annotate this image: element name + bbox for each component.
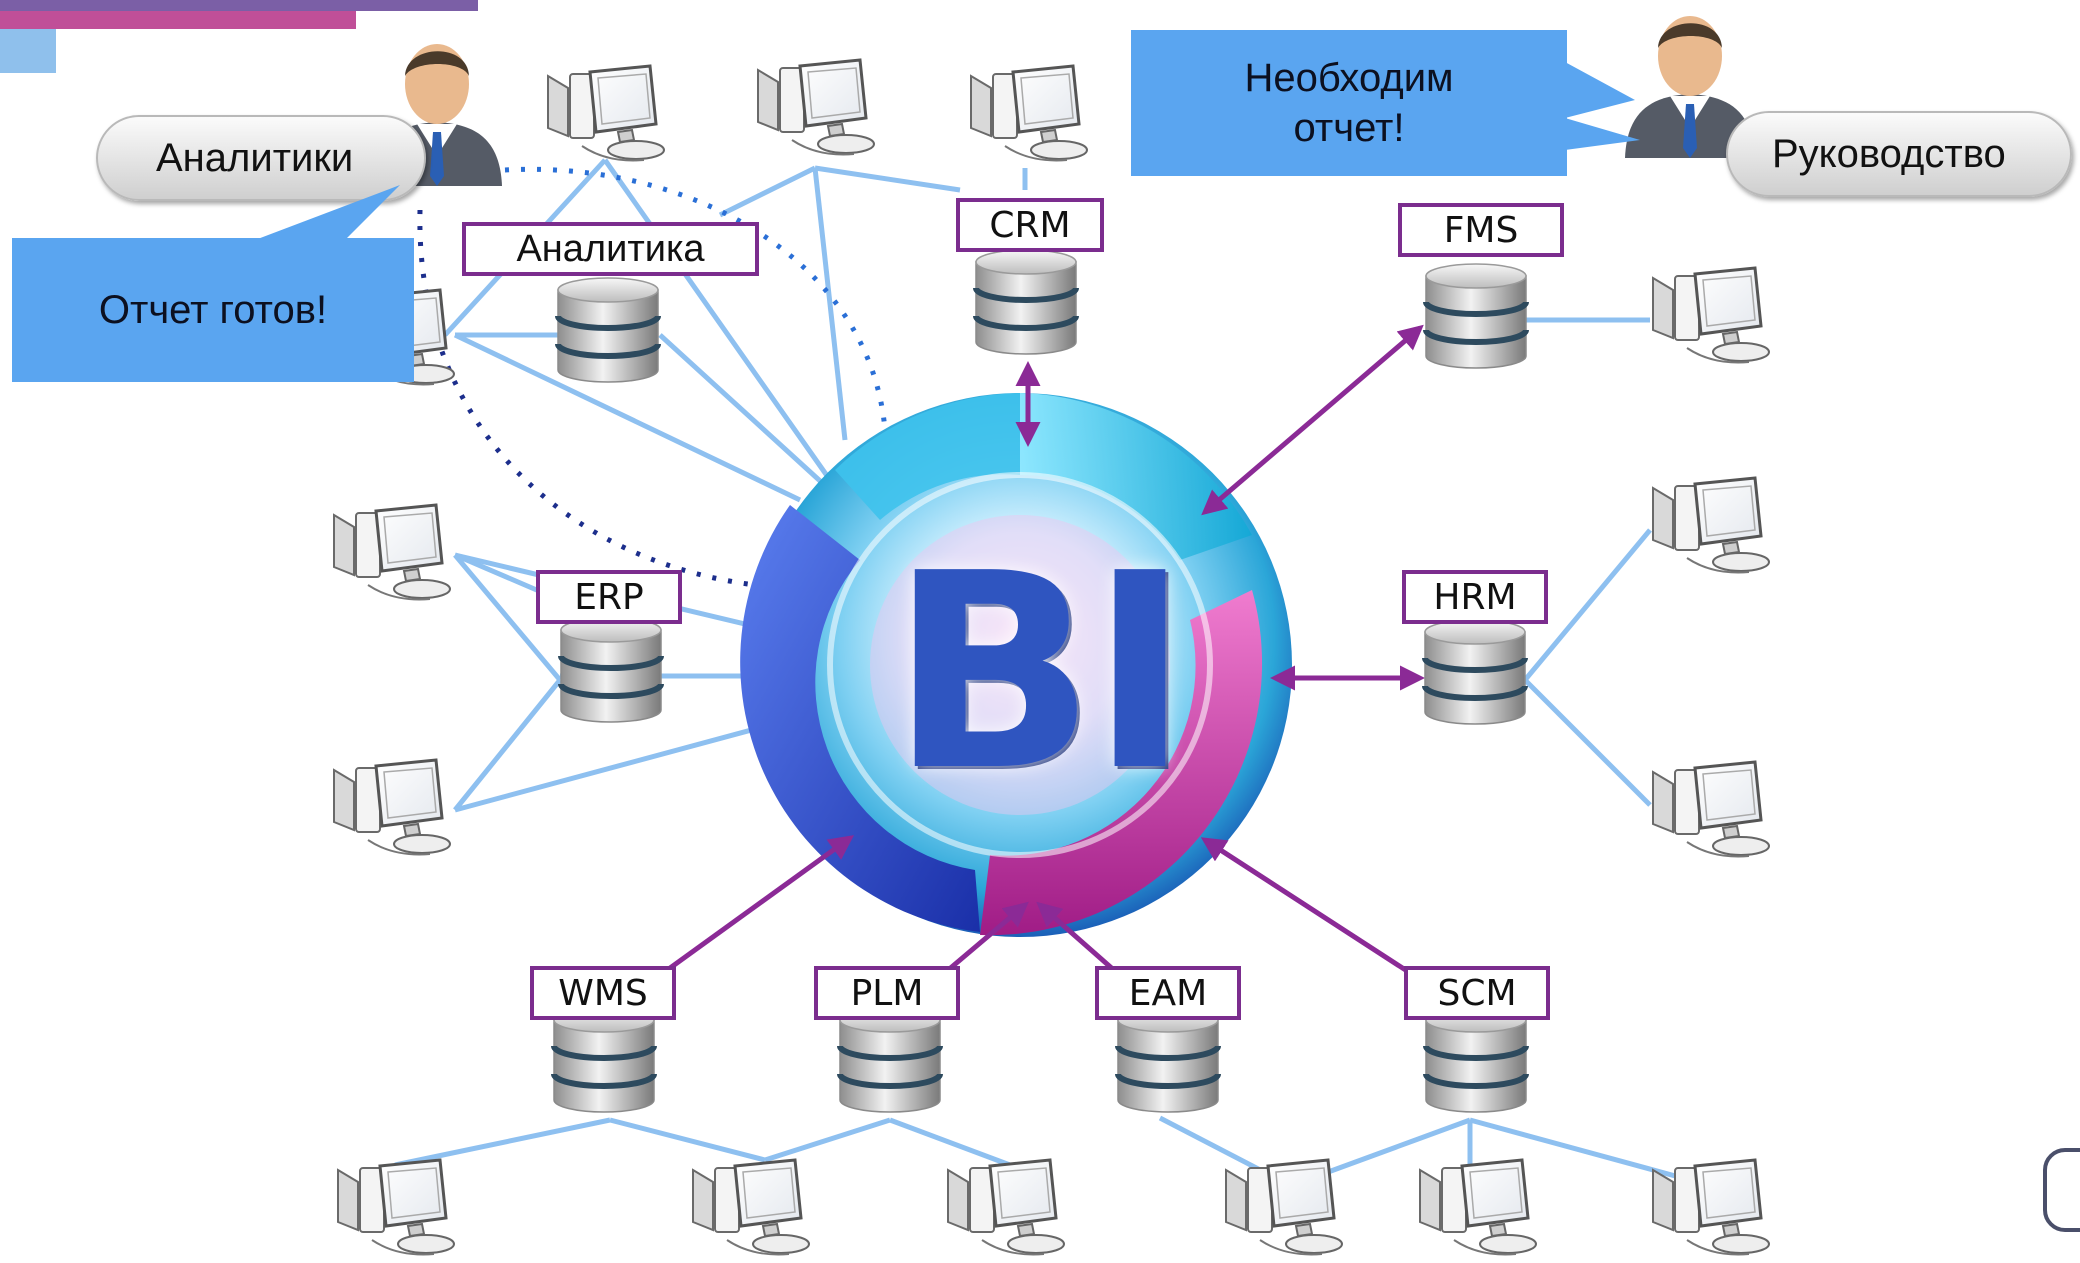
report-needed-line2: отчет!: [1293, 106, 1405, 150]
system-box-erp: ERP: [536, 570, 682, 624]
corner-frame: [2043, 1148, 2080, 1232]
bi-sphere-icon: [740, 393, 1292, 937]
bi-center-label: BI: [890, 515, 1190, 830]
system-box-wms: WMS: [530, 966, 676, 1020]
system-box-crm: CRM: [956, 198, 1104, 252]
accent-bar-pink: [0, 11, 356, 29]
accent-bar-lightblue: [0, 29, 56, 73]
analysts-pill: Аналитики: [96, 115, 426, 201]
link-fms: [1201, 324, 1424, 516]
report-ready-text: Отчет готов!: [98, 288, 328, 332]
system-box-hrm: HRM: [1402, 570, 1548, 624]
report-needed-callout: Необходим отчет!: [1131, 30, 1567, 176]
management-pill: Руководство: [1726, 111, 2072, 197]
management-label: Руководство: [1772, 131, 2006, 176]
system-box-analytics: Аналитика: [462, 222, 759, 276]
system-box-eam: EAM: [1095, 966, 1241, 1020]
analysts-label: Аналитики: [156, 135, 354, 180]
system-box-scm: SCM: [1404, 966, 1550, 1020]
report-needed-line1: Необходим: [1244, 56, 1454, 100]
accent-bar-purple: [0, 0, 478, 11]
report-ready-callout: Отчет готов!: [12, 238, 414, 382]
system-box-plm: PLM: [814, 966, 960, 1020]
system-box-fms: FMS: [1398, 203, 1564, 257]
connector-lines: [394, 158, 1691, 1183]
